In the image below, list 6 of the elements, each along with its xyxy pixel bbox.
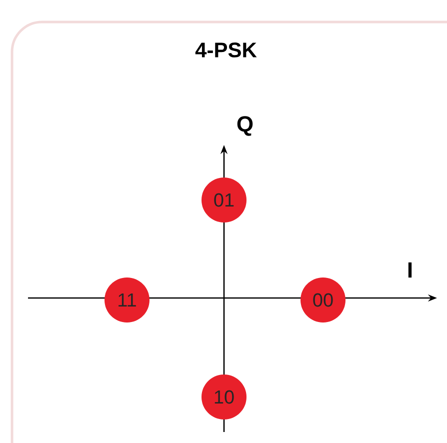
constellation-point: 11 xyxy=(104,277,150,322)
constellation-point: 00 xyxy=(300,277,346,322)
axis-label: Q xyxy=(237,116,253,136)
constellation-point: 01 xyxy=(202,177,246,222)
axis-label: I xyxy=(408,262,412,278)
constellation-point: 10 xyxy=(202,374,246,420)
